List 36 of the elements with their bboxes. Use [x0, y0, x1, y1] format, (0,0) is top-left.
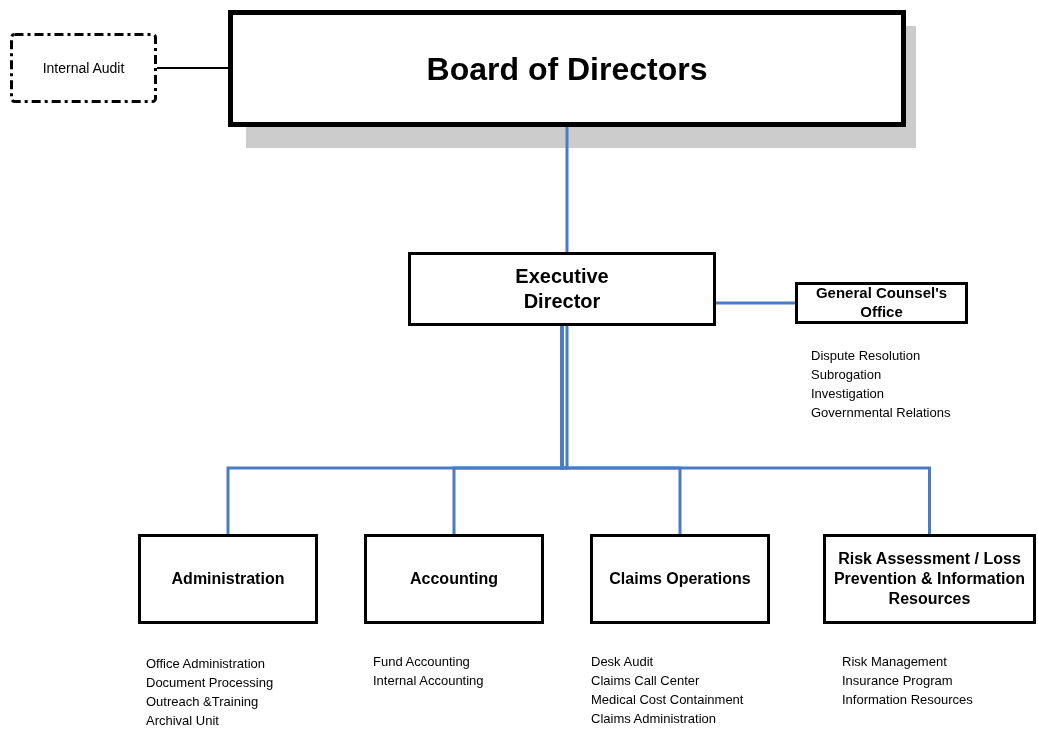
function-item: Information Resources — [842, 691, 973, 709]
function-item: Internal Accounting — [373, 672, 484, 690]
unit-title: Administration — [170, 569, 286, 589]
org-unit-box — [10, 33, 157, 103]
function-item: Desk Audit — [591, 653, 654, 671]
function-item: Investigation — [811, 385, 884, 403]
connector-line — [716, 301, 795, 305]
function-item: Risk Management — [842, 653, 947, 671]
function-item: Subrogation — [811, 366, 882, 384]
function-item: Claims Administration — [591, 710, 716, 728]
function-item: Insurance Program — [842, 672, 953, 690]
function-item: Archival Unit — [146, 712, 219, 729]
unit-title: Internal Audit — [42, 58, 125, 78]
function-item: Governmental Relations — [811, 404, 951, 422]
org-unit-box — [138, 534, 318, 624]
unit-title: Board of Directors — [426, 49, 708, 89]
function-item: Fund Accounting — [373, 653, 470, 671]
unit-title: Accounting — [409, 569, 499, 589]
connector-line — [156, 67, 229, 69]
function-item: Outreach &Training — [146, 693, 259, 711]
function-item: Medical Cost Containment — [591, 691, 744, 709]
org-unit-box — [795, 282, 968, 324]
function-item: Document Processing — [146, 674, 274, 692]
org-unit-box — [364, 534, 544, 624]
connector-line — [560, 326, 931, 534]
function-item: Dispute Resolution — [811, 347, 921, 365]
function-item: Claims Call Center — [591, 672, 700, 690]
function-item: Office Administration — [146, 655, 265, 673]
unit-title: Risk Assessment / Loss Prevention & Information Resources — [832, 549, 1027, 609]
unit-title: Claims Operations — [608, 569, 752, 589]
unit-title: General Counsel's Office — [814, 284, 949, 322]
unit-title: Executive Director — [514, 264, 610, 314]
board-box — [228, 10, 906, 127]
org-unit-box — [408, 252, 716, 326]
org-unit-box — [590, 534, 770, 624]
org-unit-box — [823, 534, 1036, 624]
